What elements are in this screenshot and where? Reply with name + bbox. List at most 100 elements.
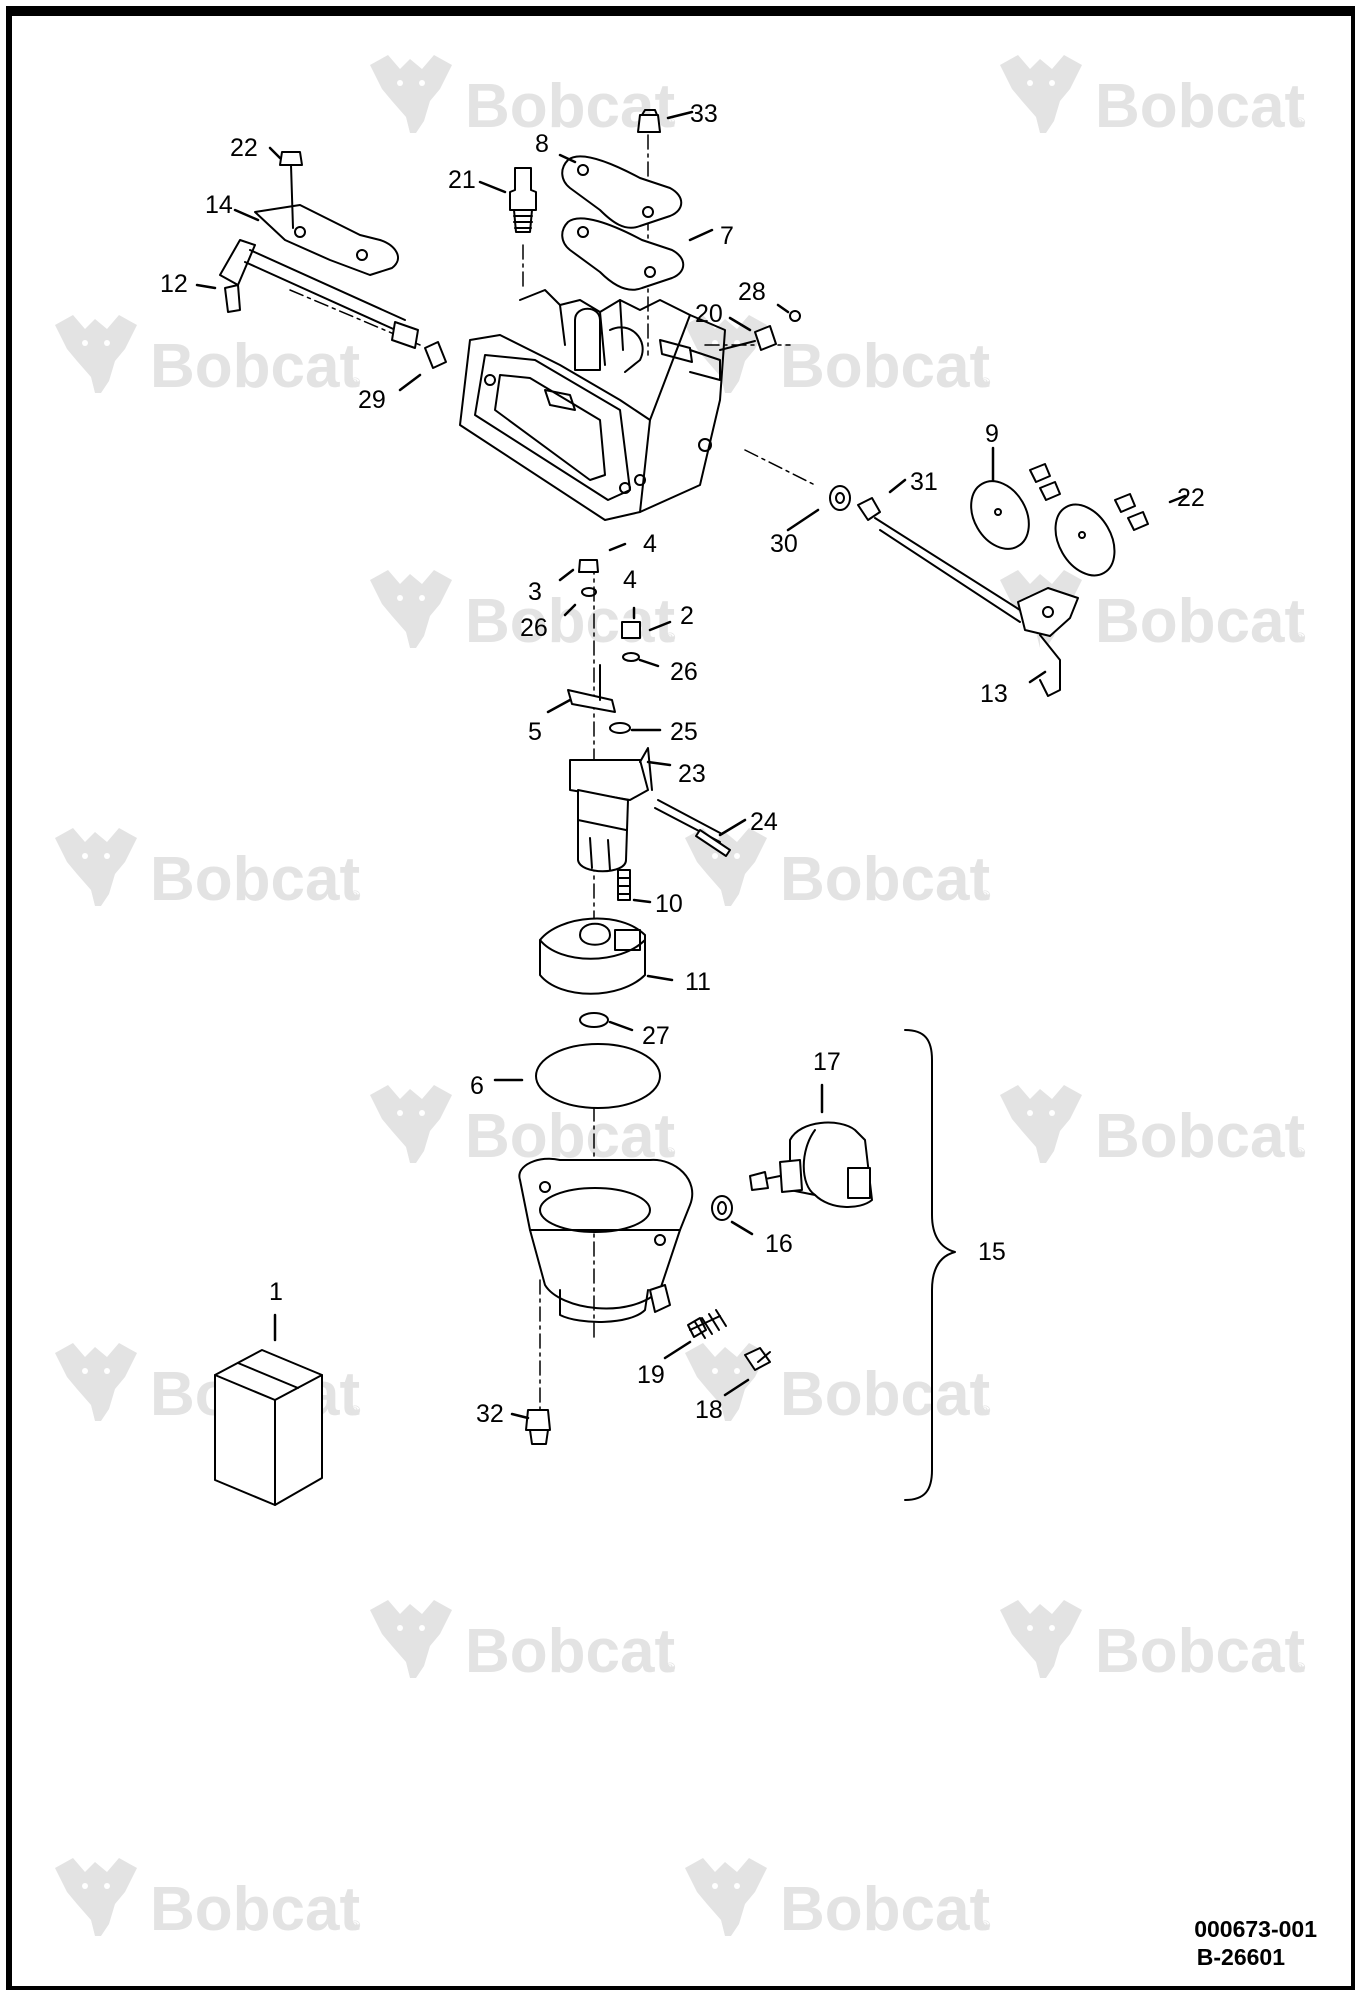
oring-part-25 [609, 722, 631, 734]
watermark-reg: ® [1295, 1144, 1306, 1160]
watermark-reg: ® [350, 1917, 361, 1933]
watermark-text: Bobcat [1095, 1617, 1305, 1686]
callout-31: 31 [910, 468, 938, 496]
watermark-reg: ® [980, 1402, 991, 1418]
washer-part-29 [424, 341, 447, 369]
drawing-reference: B-26601 [1196, 1944, 1285, 1970]
callout-15: 15 [978, 1238, 1006, 1266]
washer-part-26 [581, 587, 597, 597]
watermark-reg: ® [665, 1144, 676, 1160]
diagram-frame [6, 6, 1355, 1990]
callout-13: 13 [980, 680, 1008, 708]
drain-plug-part-32 [525, 1409, 551, 1445]
callout-17: 17 [813, 1048, 841, 1076]
leader-lines [195, 110, 1187, 1420]
plug-part-33 [637, 109, 661, 133]
callout-21: 21 [448, 166, 476, 194]
watermark-reg: ® [350, 1402, 361, 1418]
watermark: Bobcat ® [55, 1858, 361, 1944]
callout-14: 14 [205, 191, 233, 219]
watermark-text: Bobcat [465, 1617, 675, 1686]
seal-part-31 [857, 497, 881, 521]
watermark-text: Bobcat [780, 845, 990, 914]
callout-12: 12 [160, 270, 188, 298]
callout-22: 22 [1177, 484, 1205, 512]
callout-22: 22 [230, 134, 258, 162]
callout-4: 4 [643, 530, 657, 558]
watermark-reg: ® [665, 114, 676, 130]
screw [1029, 463, 1149, 531]
callout-25: 25 [670, 718, 698, 746]
callout-4: 4 [623, 566, 637, 594]
watermark: Bobcat ® [685, 1858, 991, 1944]
callout-27: 27 [642, 1022, 670, 1050]
washer-part-16 [711, 1195, 733, 1221]
callout-26: 26 [670, 658, 698, 686]
watermark-reg: ® [980, 887, 991, 903]
watermark: Bobcat ® [685, 1343, 991, 1429]
bracket-part-15 [904, 1029, 956, 1501]
gasket-part-6 [535, 1043, 661, 1109]
callout-16: 16 [765, 1230, 793, 1258]
oring-part-27 [579, 1012, 609, 1028]
watermark-reg: ® [665, 1659, 676, 1675]
watermark: Bobcat ® [1000, 570, 1306, 656]
choke-shaft-part-13 [874, 517, 1079, 697]
seal-part-30 [829, 485, 851, 511]
watermark-reg: ® [980, 374, 991, 390]
watermark-reg: ® [980, 1917, 991, 1933]
screw-part-18 [744, 1347, 771, 1371]
watermark: Bobcat ® [55, 315, 361, 401]
watermark: Bobcat ® [685, 315, 991, 401]
callout-6: 6 [470, 1072, 484, 1100]
watermark-text: Bobcat [1095, 587, 1305, 656]
watermark-text: Bobcat [1095, 1102, 1305, 1171]
watermark-text: Bobcat [150, 1875, 360, 1944]
callout-8: 8 [535, 130, 549, 158]
jet-part-2 [621, 621, 641, 639]
lever-part-5 [567, 664, 616, 713]
callout-2: 2 [680, 602, 694, 630]
watermark-reg: ® [350, 887, 361, 903]
callout-32: 32 [476, 1400, 504, 1428]
watermark-reg: ® [665, 629, 676, 645]
float-bowl [518, 1157, 694, 1323]
float-insert-part-11 [539, 917, 646, 995]
jet-part-10 [617, 869, 631, 901]
callout-29: 29 [358, 386, 386, 414]
callout-5: 5 [528, 718, 542, 746]
watermark-text: Bobcat [1095, 72, 1305, 141]
callout-26: 26 [520, 614, 548, 642]
callout-11: 11 [685, 968, 711, 996]
callout-10: 10 [655, 890, 683, 918]
washer-part-28 [789, 310, 801, 322]
watermark: Bobcat ® [370, 1600, 676, 1686]
watermark-reg: ® [1295, 114, 1306, 130]
screw-part-20 [719, 325, 777, 351]
callout-33: 33 [690, 100, 718, 128]
choke-plate [1054, 503, 1116, 577]
solenoid-part-17 [749, 1121, 873, 1208]
throttle-plate-part-14 [254, 204, 399, 276]
callout-labels: 1 2 3 4 4 5 6 7 8 9 10 11 12 13 14 15 16… [160, 100, 1205, 1428]
washer-part-26 [622, 652, 640, 662]
watermark: Bobcat ® [370, 55, 676, 141]
watermark: Bobcat ® [1000, 55, 1306, 141]
watermark: Bobcat ® [685, 828, 991, 914]
callout-30: 30 [770, 530, 798, 558]
callout-24: 24 [750, 808, 778, 836]
watermark-text: Bobcat [780, 1875, 990, 1944]
watermark-reg: ® [1295, 1659, 1306, 1675]
callout-18: 18 [695, 1396, 723, 1424]
watermark: Bobcat ® [1000, 1600, 1306, 1686]
watermark-text: Bobcat [150, 332, 360, 401]
watermark: Bobcat ® [1000, 1085, 1306, 1171]
spring-part-19 [687, 1309, 727, 1339]
watermark-text: Bobcat [780, 332, 990, 401]
shaft-lever-part-12 [219, 239, 419, 349]
screw-part-22 [279, 151, 303, 229]
callout-7: 7 [720, 222, 734, 250]
watermark-layer: Bobcat ® Bobcat ® Bobcat ® Bobcat ® Bobc… [55, 55, 1306, 1944]
callout-9: 9 [985, 420, 999, 448]
